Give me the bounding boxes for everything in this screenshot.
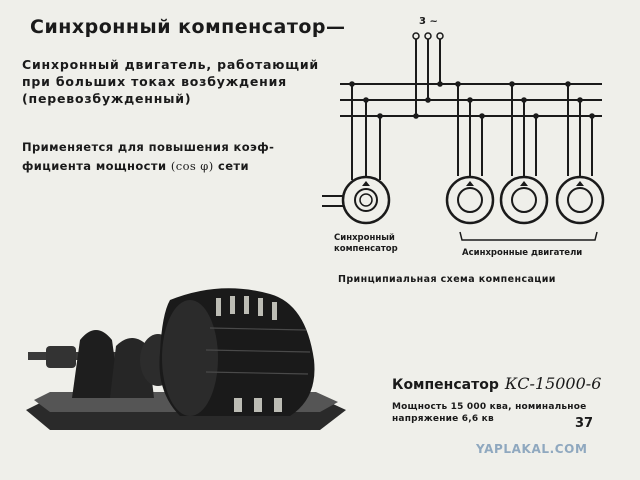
async-motor-1-symbol xyxy=(445,175,495,225)
application-line-2-text: фициента мощности xyxy=(22,159,167,173)
definition-line-1: Синхронный двигатель, работающий xyxy=(22,57,319,72)
cos-phi-text: cos φ xyxy=(175,159,209,173)
page-number: 37 xyxy=(575,416,594,431)
async-motor-3-symbol xyxy=(555,175,605,225)
slide-title: Синхронный компенсатор— xyxy=(30,16,346,38)
application-text: Применяется для повышения коэф- фициента… xyxy=(22,138,274,176)
compensator-code: КС-15000-6 xyxy=(504,374,602,393)
sync-label-line-2: компенсатор xyxy=(334,244,398,254)
compensator-name: Компенсатор xyxy=(392,377,499,393)
spec-line-1: Мощность 15 000 ква, номинальное xyxy=(392,402,587,412)
sync-compensator-label: Синхронный компенсатор xyxy=(334,233,398,255)
compensator-model: Компенсатор КС-15000-6 xyxy=(392,374,601,393)
compensation-diagram: 3 ~ xyxy=(322,16,605,241)
definition-text: Синхронный двигатель, работающий при бол… xyxy=(22,56,319,107)
application-line-1: Применяется для повышения коэф- xyxy=(22,140,275,154)
cos-phi-symbol: (cos φ) xyxy=(170,159,214,173)
definition-line-2: при больших токах возбуждения xyxy=(22,74,287,89)
diagram-caption: Принципиальная схема компенсации xyxy=(338,274,556,285)
async-motors-label: Асинхронные двигатели xyxy=(462,248,583,258)
async-motor-2-symbol xyxy=(499,175,549,225)
sync-compensator-symbol xyxy=(341,175,391,225)
application-line-2-tail: сети xyxy=(218,159,249,173)
compensator-spec: Мощность 15 000 ква, номинальное напряже… xyxy=(392,401,586,425)
spec-line-2: напряжение 6,6 кв xyxy=(392,414,494,424)
phase-label: 3 ~ xyxy=(419,16,438,27)
definition-line-3: (перевозбужденный) xyxy=(22,91,192,106)
application-line-2: фициента мощности (cos φ) сети xyxy=(22,157,274,176)
compensator-machine-illustration xyxy=(26,288,346,430)
watermark[interactable]: YAPLAKAL.COM xyxy=(476,442,588,456)
sync-label-line-1: Синхронный xyxy=(334,233,395,243)
